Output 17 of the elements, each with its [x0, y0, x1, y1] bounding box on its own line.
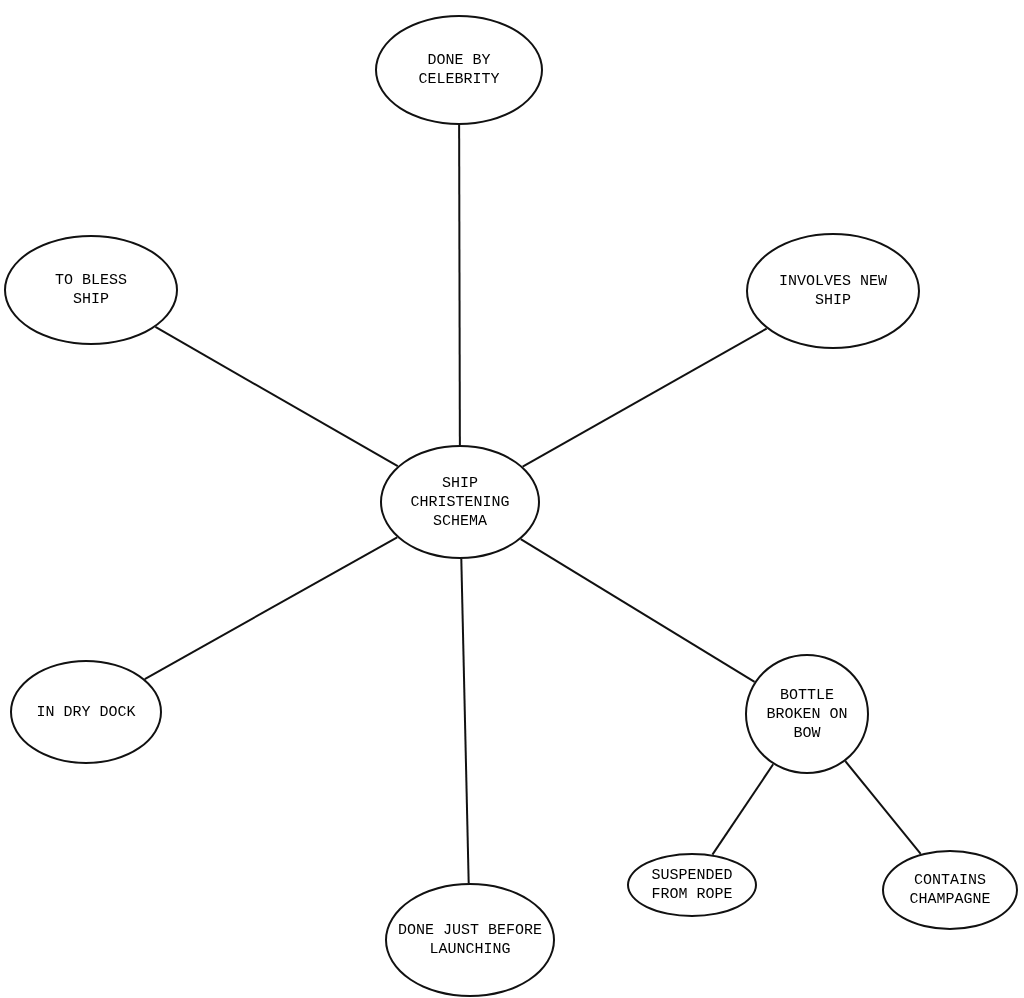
concept-label: BOTTLE BROKEN ON BOW — [765, 685, 849, 743]
connector-line — [519, 538, 756, 683]
concept-label: TO BLESS SHIP — [54, 271, 128, 309]
connector-line — [711, 763, 775, 856]
connector-line — [521, 327, 768, 468]
connector-line — [460, 558, 470, 884]
concept-label: CONTAINS CHAMPAGNE — [908, 871, 992, 909]
concept-label: SUSPENDED FROM ROPE — [650, 866, 734, 904]
connector-line — [143, 536, 399, 680]
concept-label: DONE BY CELEBRITY — [417, 51, 501, 89]
concept-label: IN DRY DOCK — [35, 702, 137, 722]
concept-label: INVOLVES NEW SHIP — [778, 272, 888, 310]
connector-line — [844, 760, 922, 855]
concept-label: SHIP CHRISTENING SCHEMA — [409, 473, 511, 531]
concept-label: DONE JUST BEFORE LAUNCHING — [397, 921, 543, 959]
connector-line — [458, 124, 461, 446]
connector-line — [154, 326, 399, 468]
